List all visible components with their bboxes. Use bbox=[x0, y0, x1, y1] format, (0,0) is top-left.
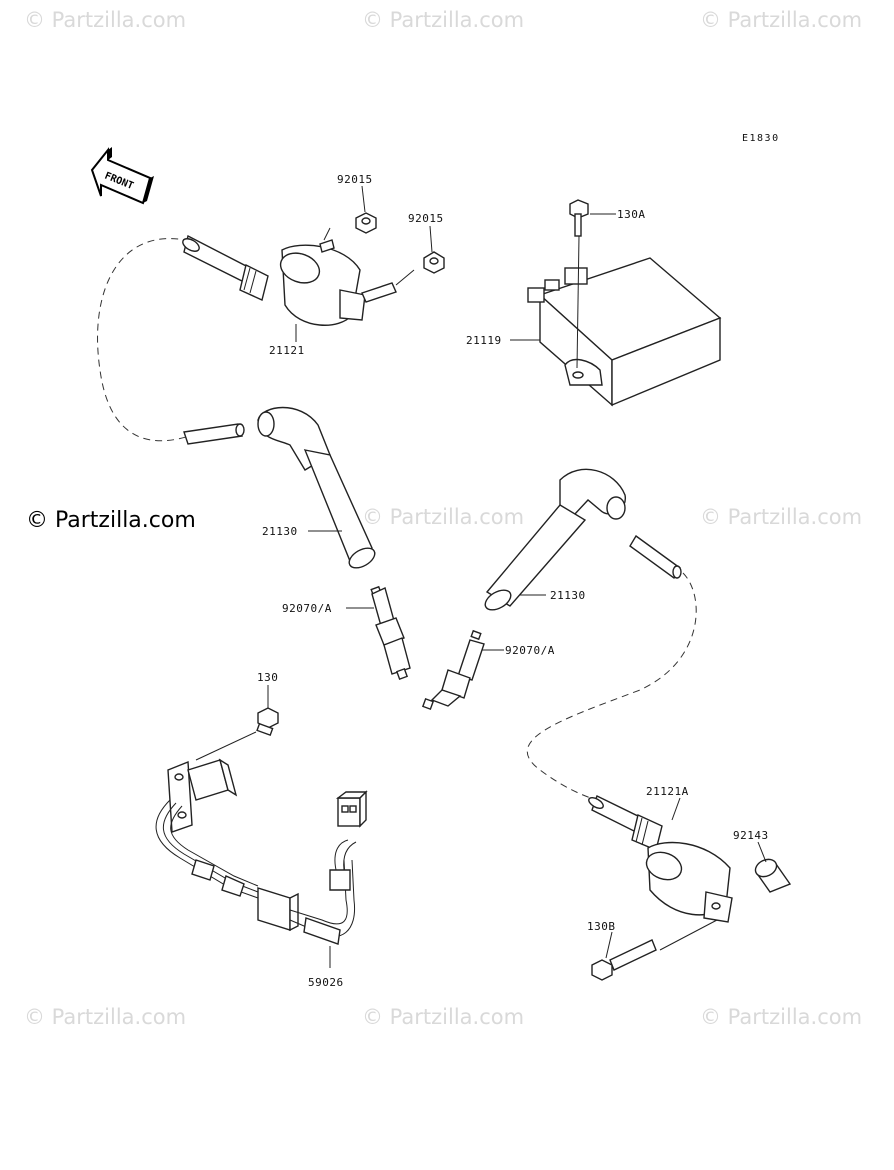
ignition-coil-front bbox=[182, 234, 397, 326]
wire-route-right bbox=[526, 572, 697, 801]
spark-plug-left bbox=[370, 585, 411, 681]
watermark-top-left: © Partzilla.com bbox=[24, 8, 186, 32]
igniter-unit bbox=[527, 257, 722, 407]
label-21130-left: 21130 bbox=[262, 525, 298, 538]
label-21119: 21119 bbox=[466, 334, 502, 347]
watermark-mid-right: © Partzilla.com bbox=[700, 505, 862, 529]
sleeve-right bbox=[629, 534, 682, 580]
plug-cap-left bbox=[257, 406, 376, 569]
nut-92015-a bbox=[355, 212, 377, 234]
leader-lines bbox=[195, 185, 767, 968]
watermark-bottom-left: © Partzilla.com bbox=[24, 1005, 186, 1029]
label-92070A-right: 92070/A bbox=[505, 644, 555, 657]
label-92015-b: 92015 bbox=[408, 212, 444, 225]
label-92143: 92143 bbox=[733, 829, 769, 842]
watermark-top-right: © Partzilla.com bbox=[700, 8, 862, 32]
bolt-130A bbox=[569, 199, 589, 237]
label-21121A: 21121A bbox=[646, 785, 689, 798]
diagram-code: E1830 bbox=[742, 133, 780, 144]
watermark-group: © Partzilla.com © Partzilla.com © Partzi… bbox=[24, 8, 862, 1029]
part-labels: 92015 92015 130A 21121 21119 21130 21130… bbox=[257, 173, 769, 989]
label-130: 130 bbox=[257, 671, 278, 684]
sleeve-left bbox=[183, 423, 245, 445]
label-92015-a: 92015 bbox=[337, 173, 373, 186]
nut-92015-b bbox=[423, 251, 445, 274]
pickup-coil-harness bbox=[155, 758, 368, 945]
collar-92143 bbox=[754, 858, 792, 893]
label-130A: 130A bbox=[617, 208, 646, 221]
label-59026: 59026 bbox=[308, 976, 344, 989]
label-21130-right: 21130 bbox=[550, 589, 586, 602]
bolt-130 bbox=[256, 707, 279, 737]
watermark-top-center: © Partzilla.com bbox=[362, 8, 524, 32]
ignition-coil-rear bbox=[588, 795, 733, 923]
label-92070A-left: 92070/A bbox=[282, 602, 332, 615]
spark-plug-right bbox=[421, 629, 485, 711]
watermark-bottom-center: © Partzilla.com bbox=[362, 1005, 524, 1029]
plug-cap-right bbox=[484, 468, 626, 611]
label-21121: 21121 bbox=[269, 344, 305, 357]
watermark-main: © Partzilla.com bbox=[26, 508, 196, 533]
front-arrow-icon: FRONT bbox=[90, 147, 154, 205]
bolt-130B bbox=[591, 939, 657, 981]
wire-route-left bbox=[97, 238, 191, 442]
watermark-mid-center: © Partzilla.com bbox=[362, 505, 524, 529]
watermark-bottom-right: © Partzilla.com bbox=[700, 1005, 862, 1029]
label-130B: 130B bbox=[587, 920, 616, 933]
